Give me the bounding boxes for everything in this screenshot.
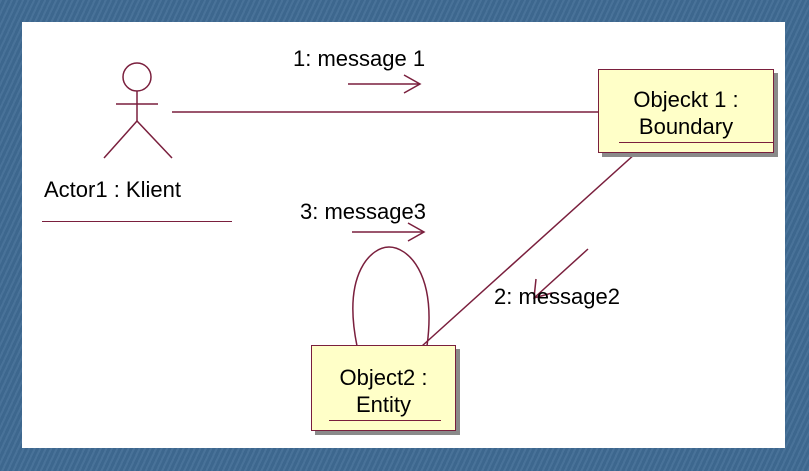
message-1-arrowhead	[403, 74, 422, 94]
object-entity-line2: Entity	[355, 392, 412, 417]
diagram-lines	[103, 62, 637, 347]
object-entity[interactable]: Object2 : Entity	[311, 345, 456, 431]
object-boundary[interactable]: Objeckt 1 : Boundary	[598, 69, 774, 153]
object-entity-underline	[329, 420, 441, 421]
object-boundary-underline	[619, 142, 774, 143]
message-2-arrowhead	[533, 278, 553, 300]
actor-left-leg	[103, 120, 138, 159]
link-boundary-entity	[421, 152, 637, 347]
actor-head	[122, 62, 152, 92]
actor-label: Actor1 : Klient	[44, 177, 181, 202]
message-2-label: 2: message2	[494, 284, 620, 309]
message-3-arrowhead	[407, 222, 426, 242]
object-entity-line1: Object2 :	[339, 365, 428, 390]
link-entity-self-loop	[352, 246, 430, 347]
actor-label-underline	[42, 221, 232, 222]
diagram-canvas: 1: message 1 3: message3 2: message2 Act…	[22, 22, 785, 448]
message-3-label: 3: message3	[300, 199, 426, 224]
message-1-label: 1: message 1	[293, 46, 426, 71]
actor-right-leg	[136, 120, 173, 159]
object-boundary-line2: Boundary	[638, 114, 734, 139]
object-boundary-line1: Objeckt 1 :	[633, 87, 739, 112]
message-2-arrow	[533, 248, 589, 299]
